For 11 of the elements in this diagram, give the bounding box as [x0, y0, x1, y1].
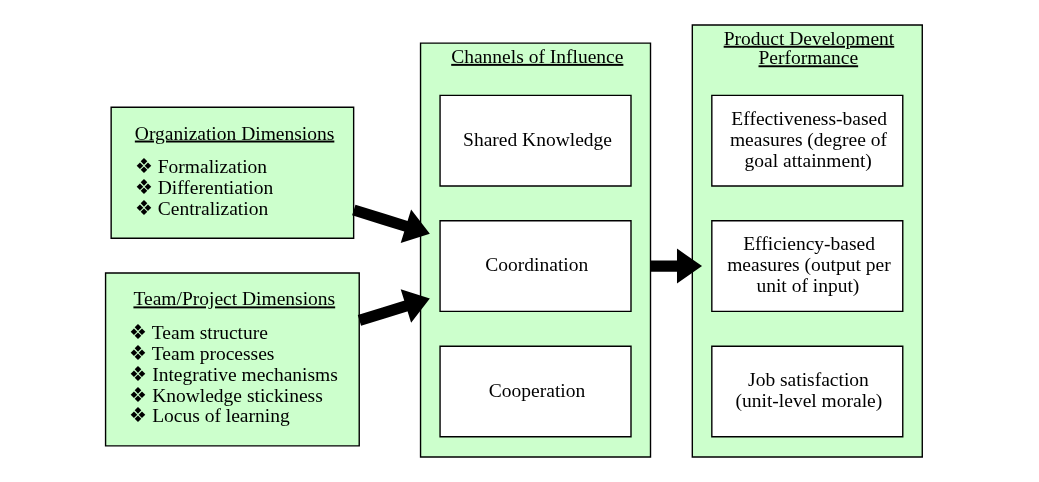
node-box: Team/Project Dimensions ❖ Team structure ❖ Team processes ❖ Integrative mechanisms ❖ Knowledge stickiness ❖ Locus of learning [104, 272, 360, 447]
node-box: Effectiveness-based measures (degree of goal attainment) [711, 94, 904, 187]
node-box: Job satisfaction (unit-level morale) [711, 345, 904, 438]
node-box: Organization Dimensions ❖ Formalization ❖ Differentiation ❖ Centralization [110, 106, 355, 239]
arrow [352, 204, 430, 243]
node-box: Efficiency-based measures (output per unit of input) [711, 220, 904, 313]
node-box: Shared Knowledge [439, 94, 632, 187]
arrow [650, 248, 703, 284]
node-box: Cooperation [439, 345, 632, 438]
node-box: Coordination [439, 220, 632, 313]
arrow [357, 289, 430, 326]
